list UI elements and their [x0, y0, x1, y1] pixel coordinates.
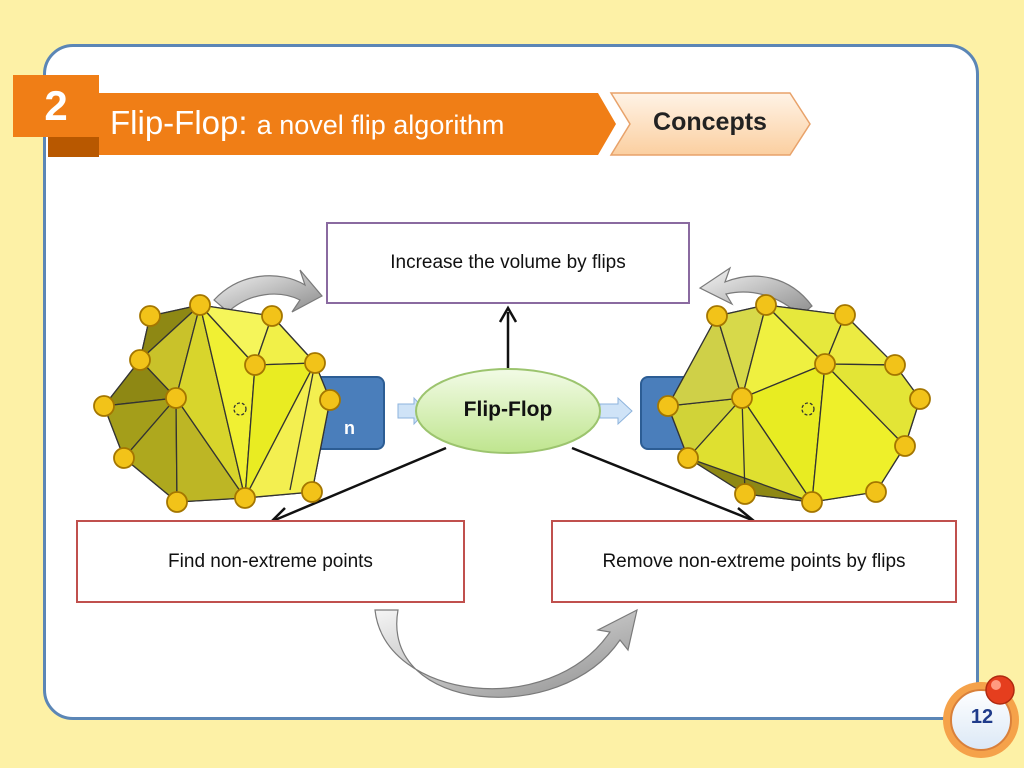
- flow-arrows: [269, 305, 757, 526]
- title-subtitle: a novel flip algorithm: [256, 110, 505, 140]
- page-badge: [943, 675, 1019, 758]
- top-right-curved-arrow: [698, 266, 813, 317]
- remove-points-label: Remove non-extreme points by flips: [602, 550, 906, 572]
- polytope-vertices: [93, 294, 931, 513]
- find-points-label: Find non-extreme points: [168, 550, 373, 572]
- left-tab-label: n: [344, 418, 355, 438]
- increase-volume-label: Increase the volume by flips: [390, 252, 626, 273]
- concepts-chevron[interactable]: [609, 92, 811, 156]
- title-banner: [48, 93, 616, 157]
- page-title: Flip-Flop: a novel flip algorithm: [110, 104, 504, 142]
- top-left-curved-arrow: [213, 269, 323, 313]
- flipflop-label: Flip-Flop: [463, 398, 553, 421]
- section-number: 2: [13, 75, 99, 137]
- title-main: Flip-Flop:: [110, 104, 248, 141]
- bottom-curved-arrow: [374, 608, 638, 698]
- concepts-label[interactable]: Concepts: [653, 108, 767, 136]
- right-polytope: [667, 304, 921, 503]
- remove-points-box: Remove non-extreme points by flips: [551, 520, 957, 603]
- page-number: 12: [970, 706, 994, 728]
- find-points-box: Find non-extreme points: [76, 520, 465, 603]
- flipflop-oval: [415, 368, 601, 454]
- increase-volume-box: Increase the volume by flips: [326, 222, 690, 304]
- left-polytope: [103, 304, 331, 503]
- arrow-out-of-flipflop: [599, 396, 633, 426]
